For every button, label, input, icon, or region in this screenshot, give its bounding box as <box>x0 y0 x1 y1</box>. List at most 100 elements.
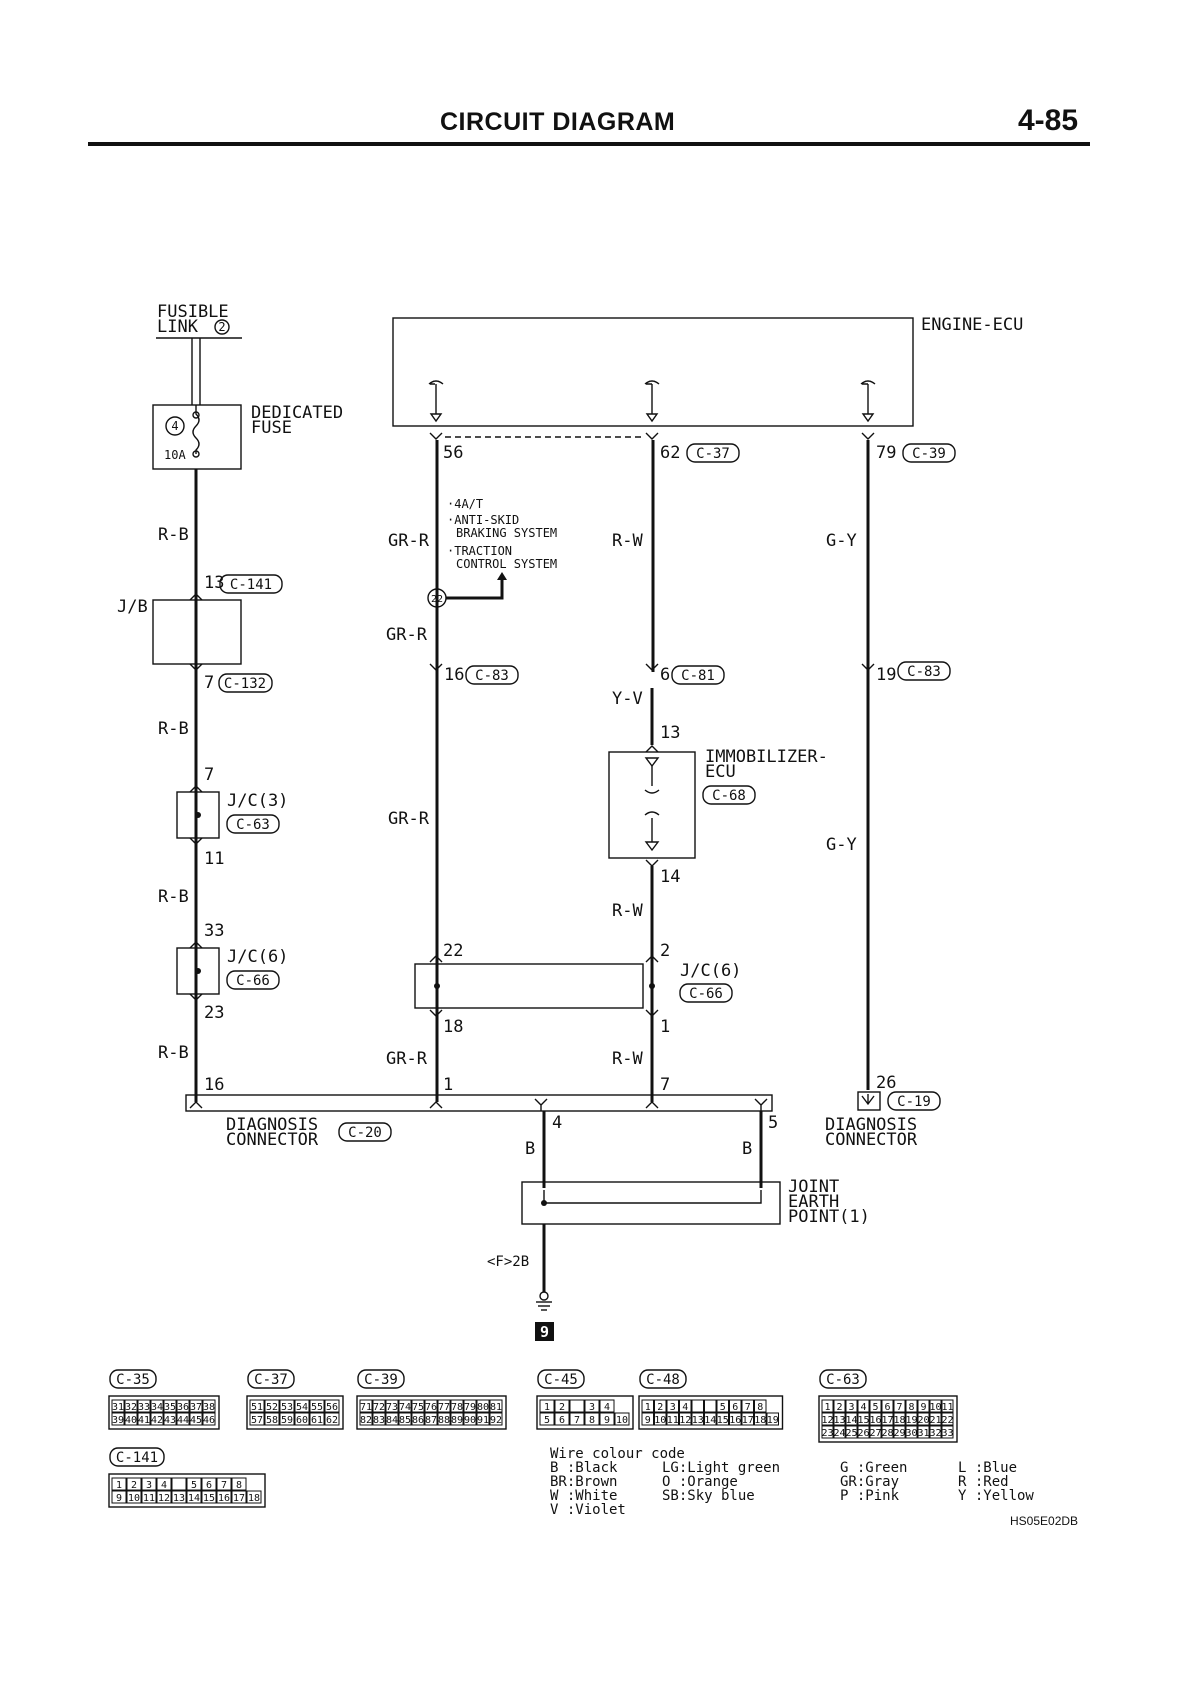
pin-7-jb: 7 <box>204 673 214 693</box>
legend-pin-cell <box>729 1412 742 1426</box>
legend-pin-number: 14 <box>188 1493 200 1504</box>
legend-connector-outline <box>818 1395 958 1443</box>
pin-19: 19 <box>876 665 896 685</box>
legend-pin-cell <box>845 1425 858 1439</box>
legend-pin-cell <box>189 1399 203 1413</box>
legend-pin-number: 45 <box>190 1415 202 1426</box>
pin-11: 11 <box>204 849 224 869</box>
legend-label-capsule <box>819 1369 867 1389</box>
wire-label-gr-r-4: GR-R <box>386 1049 428 1069</box>
legend-pin-cell <box>905 1399 918 1413</box>
legend-pin-number: 4 <box>682 1402 688 1413</box>
legend-pin-cell <box>941 1399 954 1413</box>
legend-pin-number: 62 <box>326 1415 338 1426</box>
diag-left-label-1: DIAGNOSIS <box>226 1115 318 1135</box>
diag-left-label-2: CONNECTOR <box>226 1130 319 1150</box>
wire-label-b-2: B <box>742 1139 752 1159</box>
legend-pin-number: 7 <box>896 1402 902 1413</box>
legend-pin-number: 11 <box>941 1402 953 1413</box>
legend-pin-number: 58 <box>266 1415 278 1426</box>
legend-pin-number: 86 <box>412 1415 424 1426</box>
jc6-right: J/C(6) C-66 <box>414 961 741 1009</box>
legend-pin-cell <box>857 1399 870 1413</box>
legend-pin-number: 55 <box>311 1402 323 1413</box>
legend-pin-number: 33 <box>138 1402 150 1413</box>
legend-pin-number: 15 <box>857 1415 869 1426</box>
legend-pin-cell <box>126 1477 142 1491</box>
legend-pin-number: 15 <box>717 1415 729 1426</box>
legend-pin-cell <box>111 1412 125 1426</box>
legend-pin-cell <box>309 1412 325 1426</box>
wire-label-r-b-3: R-B <box>158 887 189 907</box>
fusible-link: FUSIBLE LINK 2 <box>156 302 242 405</box>
legend-pin-cell <box>324 1399 340 1413</box>
legend-pin-number: 77 <box>438 1402 450 1413</box>
legend-pin-number: 38 <box>203 1402 215 1413</box>
legend-pin-cell <box>929 1425 942 1439</box>
legend-pin-number: 28 <box>881 1428 893 1439</box>
legend-pin-number: 90 <box>464 1415 476 1426</box>
legend-connector-outline <box>356 1395 507 1430</box>
legend-pin-number: 6 <box>884 1402 890 1413</box>
legend-pin-number: 34 <box>151 1402 163 1413</box>
pin-13-immo: 13 <box>660 723 680 743</box>
legend-pin-number: 54 <box>296 1402 308 1413</box>
jc6-left-box <box>176 947 220 995</box>
legend-pin-number: 43 <box>164 1415 176 1426</box>
legend-label: C-37 <box>254 1372 288 1388</box>
legend-pin-number: 20 <box>917 1415 929 1426</box>
legend-pin-number: 5 <box>544 1415 550 1426</box>
legend-pin-cell <box>741 1412 754 1426</box>
legend-pin-cell <box>279 1412 295 1426</box>
legend-pin-cell <box>881 1425 894 1439</box>
pin-arrow-icon <box>189 593 203 601</box>
diag-left-box <box>185 1094 773 1112</box>
header-rule <box>88 142 1090 146</box>
diag-right-label-2: CONNECTOR <box>825 1130 918 1150</box>
legend-pin-cell <box>150 1399 164 1413</box>
dedicated-fuse-label-2: FUSE <box>251 418 292 438</box>
legend-pin-number: 1 <box>824 1402 830 1413</box>
legend-pin-number: 39 <box>112 1415 124 1426</box>
legend-pin-number: 13 <box>692 1415 704 1426</box>
pin-2: 2 <box>660 941 670 961</box>
legend-pin-number: 46 <box>203 1415 215 1426</box>
legend-pin-number: 5 <box>720 1402 726 1413</box>
wire-label-gr-r-2: GR-R <box>386 625 428 645</box>
pin-14: 14 <box>660 867 680 887</box>
legend-pin-cell <box>124 1399 138 1413</box>
wire-label-r-b-4: R-B <box>158 1043 189 1063</box>
svg-text:P :Pink: P :Pink <box>840 1488 900 1504</box>
legend-pin-number: 8 <box>908 1402 914 1413</box>
legend-pin-number: 33 <box>941 1428 953 1439</box>
legend-pin-number: 16 <box>869 1415 881 1426</box>
legend-pin-cell <box>450 1412 464 1426</box>
legend-pin-number: 52 <box>266 1402 278 1413</box>
legend-pin-number: 26 <box>857 1428 869 1439</box>
legend-pin-number: 72 <box>373 1402 385 1413</box>
legend-pin-number: 89 <box>451 1415 463 1426</box>
legend-pin-number: 88 <box>438 1415 450 1426</box>
legend-pin-number: 9 <box>604 1415 610 1426</box>
joint-earth-label-1: JOINT <box>788 1177 839 1197</box>
legend-pin-number: 60 <box>296 1415 308 1426</box>
legend-pin-cell <box>476 1399 490 1413</box>
jb-label: J/B <box>117 597 148 617</box>
legend-pin-number: 76 <box>425 1402 437 1413</box>
legend-label: C-45 <box>544 1372 578 1388</box>
legend-pin-number: 4 <box>161 1480 167 1491</box>
diag-right-box <box>857 1091 881 1111</box>
legend-pin-cell <box>411 1412 425 1426</box>
pin-1-diag: 1 <box>443 1075 453 1095</box>
legend-pin-cell <box>905 1412 918 1426</box>
legend-pin-cell <box>679 1399 692 1413</box>
legend-pin-cell <box>754 1412 767 1426</box>
svg-text:CONTROL SYSTEM: CONTROL SYSTEM <box>456 557 557 571</box>
legend-pin-cell <box>929 1399 942 1413</box>
pin-6: 6 <box>660 665 670 685</box>
legend-pin-number: 84 <box>386 1415 398 1426</box>
svg-text:SB:Sky blue: SB:Sky blue <box>662 1488 755 1504</box>
legend-pin-cell <box>216 1490 232 1504</box>
